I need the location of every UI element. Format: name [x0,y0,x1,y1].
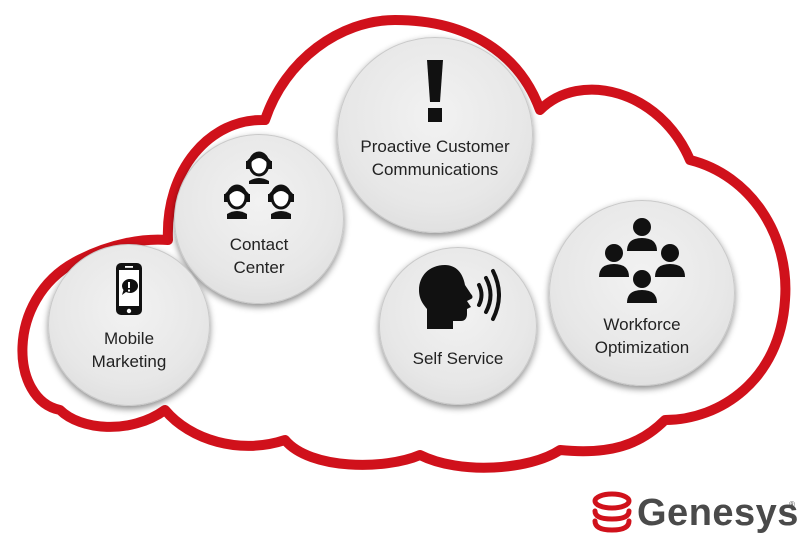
workforce-optimization-bubble: Workforce Optimization [549,200,735,386]
contact-line1: Contact [229,235,289,254]
proactive-line1: Proactive Customer [360,137,510,156]
mobile-line1: Mobile [103,329,155,348]
exclamation-icon [427,60,443,122]
mobile-phone-alert-icon [116,263,142,315]
registered-mark: ® [789,500,795,509]
self-service-bubble: Self Service [379,247,537,405]
mobile-line2: Marketing [91,352,167,371]
mobile-marketing-bubble: Mobile Marketing [48,244,210,406]
contact-center-bubble: Contact Center [174,134,344,304]
genesys-logo-text: Genesys [637,492,799,534]
team-people-icon [599,218,685,303]
headset-agents-icon [224,151,294,219]
contact-line2: Center [233,258,285,277]
proactive-line2: Communications [371,160,499,179]
workforce-line2: Optimization [594,338,690,357]
speaking-head-icon [419,265,501,329]
proactive-communications-label: Proactive Customer Communications [338,135,532,181]
contact-center-label: Contact Center [175,233,343,279]
genesys-logo: Genesys ® [590,488,798,538]
self-service-label: Self Service [380,347,536,370]
self-line1: Self Service [412,349,504,368]
mobile-marketing-label: Mobile Marketing [49,327,209,373]
workforce-optimization-label: Workforce Optimization [550,313,734,359]
proactive-communications-bubble: Proactive Customer Communications [337,37,533,233]
genesys-logo-icon [592,491,632,533]
workforce-line1: Workforce [603,315,681,334]
